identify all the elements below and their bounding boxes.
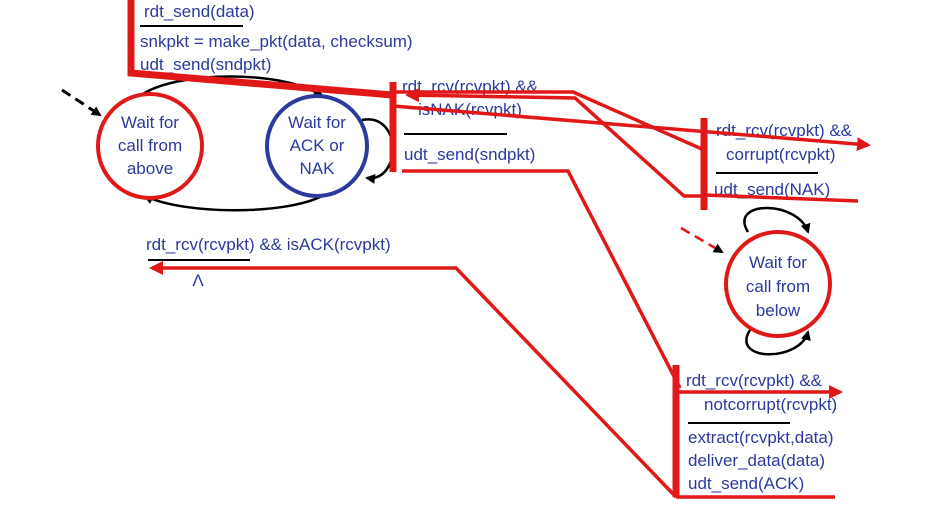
send-event-label: rdt_send(data) — [144, 2, 255, 21]
nak-action-label: udt_send(sndpkt) — [404, 145, 535, 164]
state-call-below-line2: call from — [746, 277, 810, 296]
state-ack-nak-line1: Wait for — [288, 113, 346, 132]
overlay-to-notcorrupt — [402, 169, 682, 389]
state-ack-nak-line2: ACK or — [290, 136, 345, 155]
state-wait-call-above — [96, 92, 204, 200]
send-action1-label: snkpkt = make_pkt(data, checksum) — [140, 32, 413, 51]
overlay-resend-arrow — [392, 104, 871, 152]
overlay-corrupt-bottom — [703, 193, 859, 203]
receiver-initial-arrow — [680, 226, 724, 254]
receiver-loop-top — [743, 206, 811, 234]
notcorrupt-action1-label: extract(rcvpkt,data) — [688, 428, 834, 447]
state-call-above-line3: above — [127, 159, 173, 178]
sender-arc-ack — [143, 194, 323, 212]
notcorrupt-action3-label: udt_send(ACK) — [688, 474, 804, 493]
state-wait-call-below — [724, 230, 832, 338]
overlay-nak-return — [405, 88, 704, 198]
corrupt-action-label: udt_send(NAK) — [714, 180, 830, 199]
state-ack-nak-line3: NAK — [300, 159, 336, 178]
receiver-loop-bottom — [745, 329, 811, 356]
send-action2-label: udt_send(sndpkt) — [140, 55, 271, 74]
state-call-below-line3: below — [756, 301, 801, 320]
state-call-above-line1: Wait for — [121, 113, 179, 132]
ack-action-lambda: Λ — [192, 271, 204, 290]
state-wait-ack-nak — [265, 94, 369, 198]
sender-initial-arrow — [61, 88, 102, 117]
ack-event-label: rdt_rcv(rcvpkt) && isACK(rcvpkt) — [146, 235, 391, 254]
overlay-ack-return — [149, 261, 678, 499]
overlay-send-bracket — [127, 0, 393, 99]
overlay-nak-to-corrupt — [393, 90, 705, 152]
notcorrupt-action2-label: deliver_data(data) — [688, 451, 825, 470]
state-call-below-line1: Wait for — [749, 253, 807, 272]
corrupt-event2-label: corrupt(rcvpkt) — [726, 145, 836, 164]
state-call-above-line2: call from — [118, 136, 182, 155]
notcorrupt-event1-label: rdt_rcv(rcvpkt) && — [686, 371, 823, 390]
notcorrupt-event2-label: notcorrupt(rcvpkt) — [704, 395, 837, 414]
